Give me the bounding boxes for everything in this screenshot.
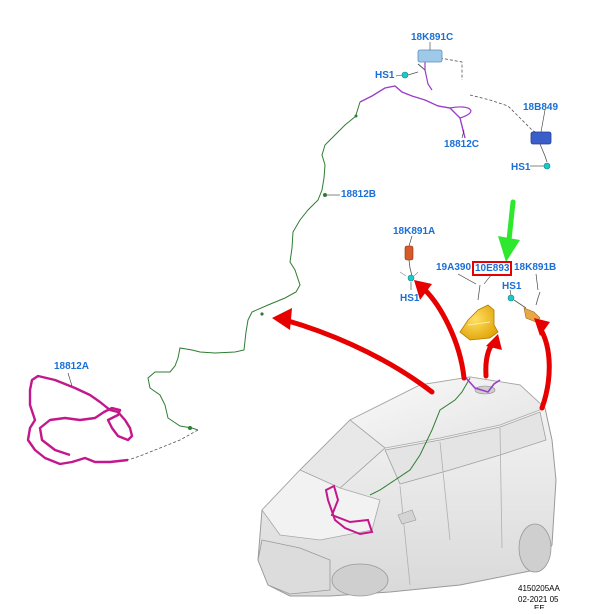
leader-lines [67, 42, 546, 387]
label-hs1-left: HS1 [400, 293, 420, 304]
label-hs1-antenna: HS1 [502, 281, 522, 292]
vehicle-roof-harness-purple [465, 377, 501, 393]
harness-18812b [147, 115, 357, 431]
vehicle-door-lines [399, 427, 503, 586]
red-arrow-to-18k891a [422, 287, 467, 381]
amplifier-18k891a [404, 245, 414, 261]
vehicle-grille [257, 539, 331, 595]
label-18812a: 18812A [54, 361, 90, 372]
label-18812b: 18812B [341, 189, 377, 200]
label-hs1-top: HS1 [375, 70, 395, 81]
green-arrowhead [498, 236, 520, 262]
vehicle-roof-harness [369, 377, 471, 496]
red-arrowheads [272, 280, 550, 350]
vehicle-front-wheel-arch [331, 563, 389, 597]
connector-hs1-top [401, 71, 409, 79]
label-hs1-right: HS1 [511, 162, 531, 173]
label-10e893-highlighted: 10E893 [472, 261, 513, 276]
label-18k891b: 18K891B [514, 262, 557, 273]
harness-18812a [26, 374, 134, 466]
harness-18812c [354, 57, 541, 139]
module-18k891c [417, 49, 443, 63]
red-arrow-to-18812b [282, 317, 435, 395]
label-18k891a: 18K891A [393, 226, 436, 237]
footer-extra: EE [534, 604, 545, 609]
footer-date: 02-2021 05 [518, 595, 559, 604]
connector-hs1-right [543, 162, 551, 170]
label-18k891c: 18K891C [411, 32, 454, 43]
vehicle-rear-wheel-arch [518, 523, 552, 573]
label-18812c: 18812C [444, 139, 480, 150]
vehicle-dash-harness [324, 484, 374, 536]
vehicle-illustration [257, 376, 557, 597]
connector-18k891c [417, 63, 426, 71]
label-18b849: 18B849 [523, 102, 559, 113]
module-18b849 [530, 131, 552, 145]
vehicle-side-windows [384, 411, 547, 485]
footer-ref: 4150205AA [518, 584, 560, 593]
label-19a390: 19A390 [436, 262, 472, 273]
shark-fin-antenna [459, 304, 499, 341]
green-arrow [506, 199, 516, 243]
red-arrow-to-18k891b [537, 325, 552, 411]
connector-hs1-left [407, 274, 415, 282]
vehicle-mirror [397, 509, 417, 525]
vehicle-roof [349, 376, 546, 449]
connector-hs1-antenna [507, 294, 515, 302]
